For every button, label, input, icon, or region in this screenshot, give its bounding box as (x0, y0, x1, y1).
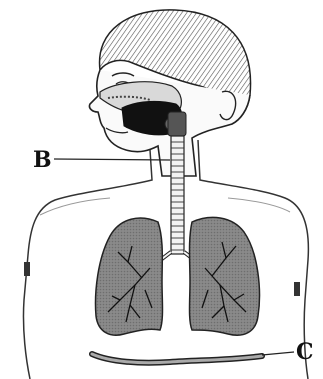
left-lung-icon (96, 218, 163, 335)
label-b: B (33, 149, 52, 171)
label-c: C (296, 341, 314, 363)
leader-line-b (54, 159, 170, 160)
right-lung-icon (190, 217, 260, 335)
leader-line-c (262, 352, 294, 355)
